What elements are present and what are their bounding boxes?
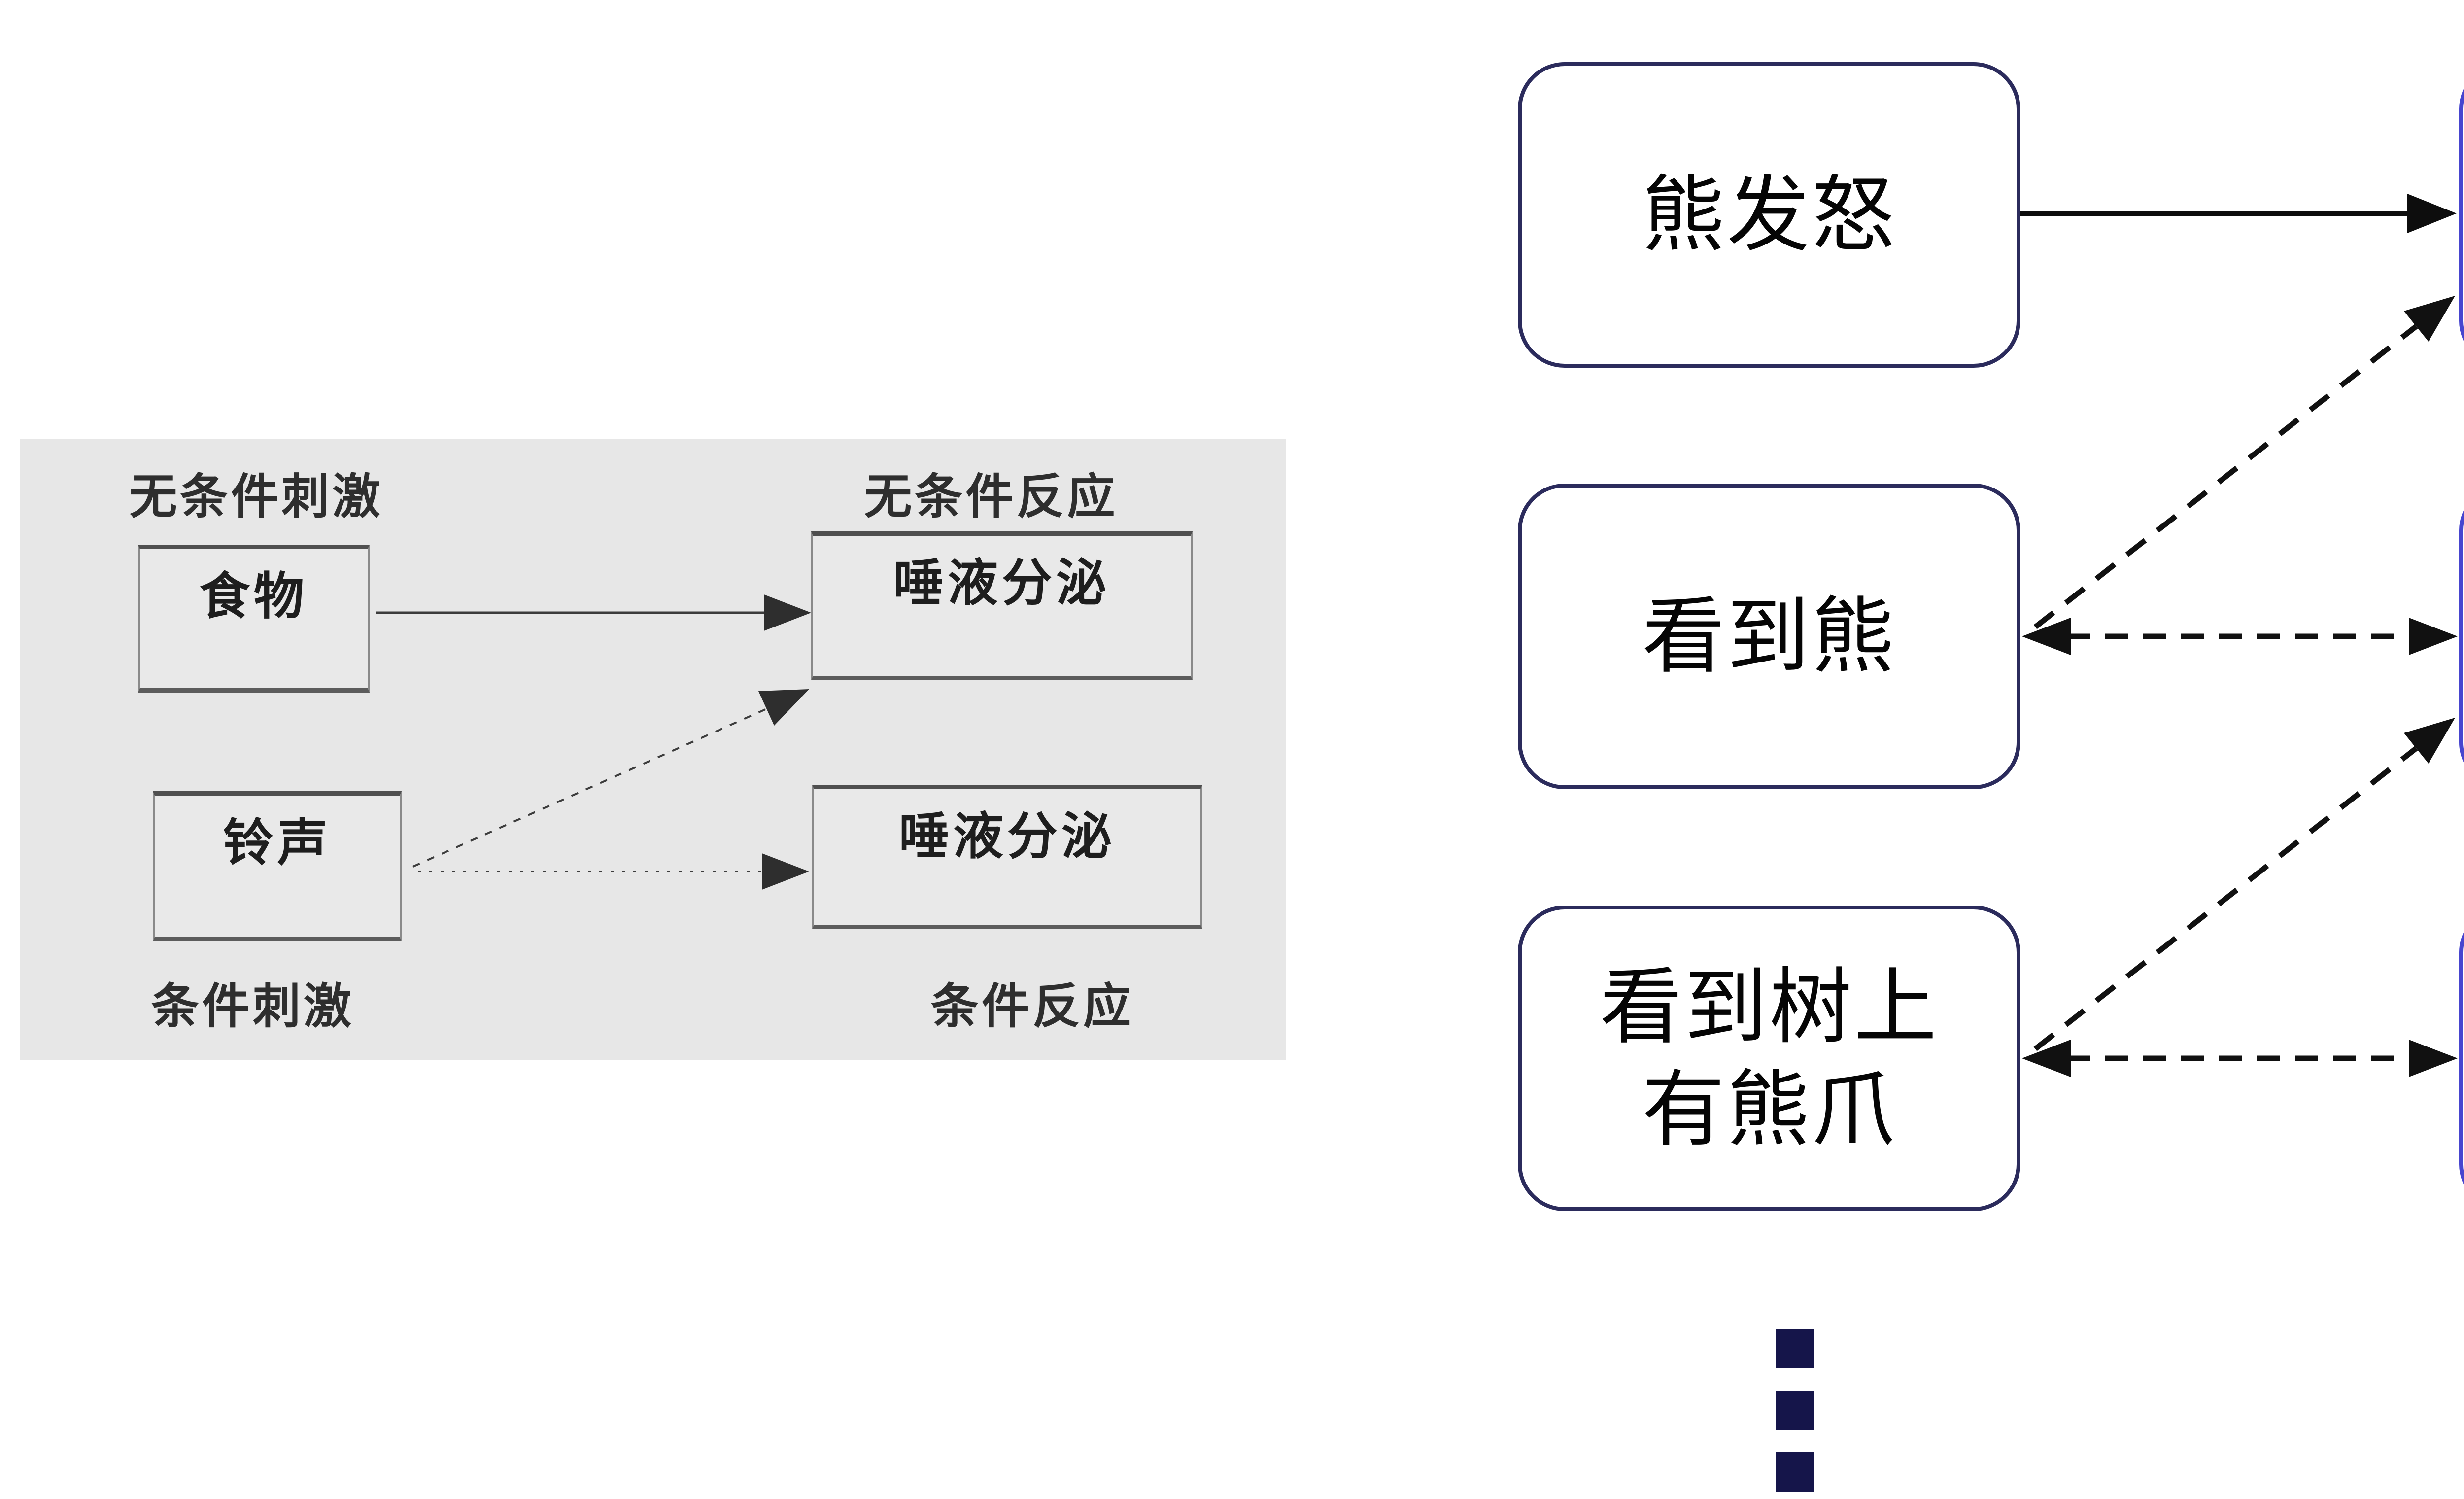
seebear-vnext-right-arrowhead — [2409, 618, 2458, 655]
seebear-vnext-left-arrowhead — [2022, 618, 2071, 655]
seeclaws-to-vnext-dashed-line — [2033, 746, 2418, 1051]
seeclaws-to-vnext-arrowhead — [2404, 718, 2455, 764]
seebear-to-reward-dashed-line — [2033, 324, 2418, 629]
conditioned-stimulus-label: 条件刺激 — [151, 978, 354, 1034]
ellipsis-dot — [1776, 1329, 1814, 1368]
bell-box: 铃声 — [153, 791, 402, 941]
bear-to-reward-arrowhead — [2407, 194, 2457, 233]
food-to-salivation-arrowhead — [764, 594, 811, 631]
bell-to-unconditioned-dashed-line — [412, 707, 769, 868]
see-bear-box: 看到熊 — [1518, 484, 2020, 789]
food-box-label: 食物 — [200, 567, 308, 626]
seebear-to-reward-arrowhead — [2404, 296, 2455, 342]
conditioned-response-label: 条件反应 — [931, 978, 1134, 1034]
bear-angry-box-label: 熊发怒 — [1642, 166, 1896, 263]
salivation-top-box-label: 唾液分泌 — [893, 554, 1110, 613]
bear-angry-box: 熊发怒 — [1518, 62, 2020, 368]
seeclaws-vs-right-arrowhead — [2409, 1040, 2458, 1077]
see-claws-box: 看到树上 有熊爪 — [1518, 906, 2020, 1211]
value-next-state-box: V(s′) — [2459, 484, 2464, 789]
bell-to-unconditioned-arrowhead — [758, 689, 809, 726]
seeclaws-vs-left-arrowhead — [2022, 1040, 2071, 1077]
salivation-bottom-box: 唾液分泌 — [812, 785, 1202, 929]
see-claws-box-line2: 有熊爪 — [1642, 1061, 1896, 1158]
see-bear-box-label: 看到熊 — [1642, 588, 1896, 685]
bell-to-conditioned-arrowhead — [762, 853, 809, 890]
unconditioned-response-label: 无条件反应 — [864, 469, 1118, 524]
ellipsis-dot — [1776, 1452, 1814, 1492]
reward-box: 奖励 — [2459, 62, 2464, 368]
food-box: 食物 — [138, 545, 370, 693]
ellipsis-dot — [1776, 1391, 1814, 1430]
bell-box-label: 铃声 — [223, 814, 332, 872]
salivation-bottom-box-label: 唾液分泌 — [899, 807, 1116, 866]
see-claws-box-line1: 看到树上 — [1600, 958, 1939, 1055]
value-state-box: V(s) — [2459, 906, 2464, 1211]
unconditioned-stimulus-label: 无条件刺激 — [129, 469, 383, 524]
salivation-top-box: 唾液分泌 — [811, 531, 1193, 680]
